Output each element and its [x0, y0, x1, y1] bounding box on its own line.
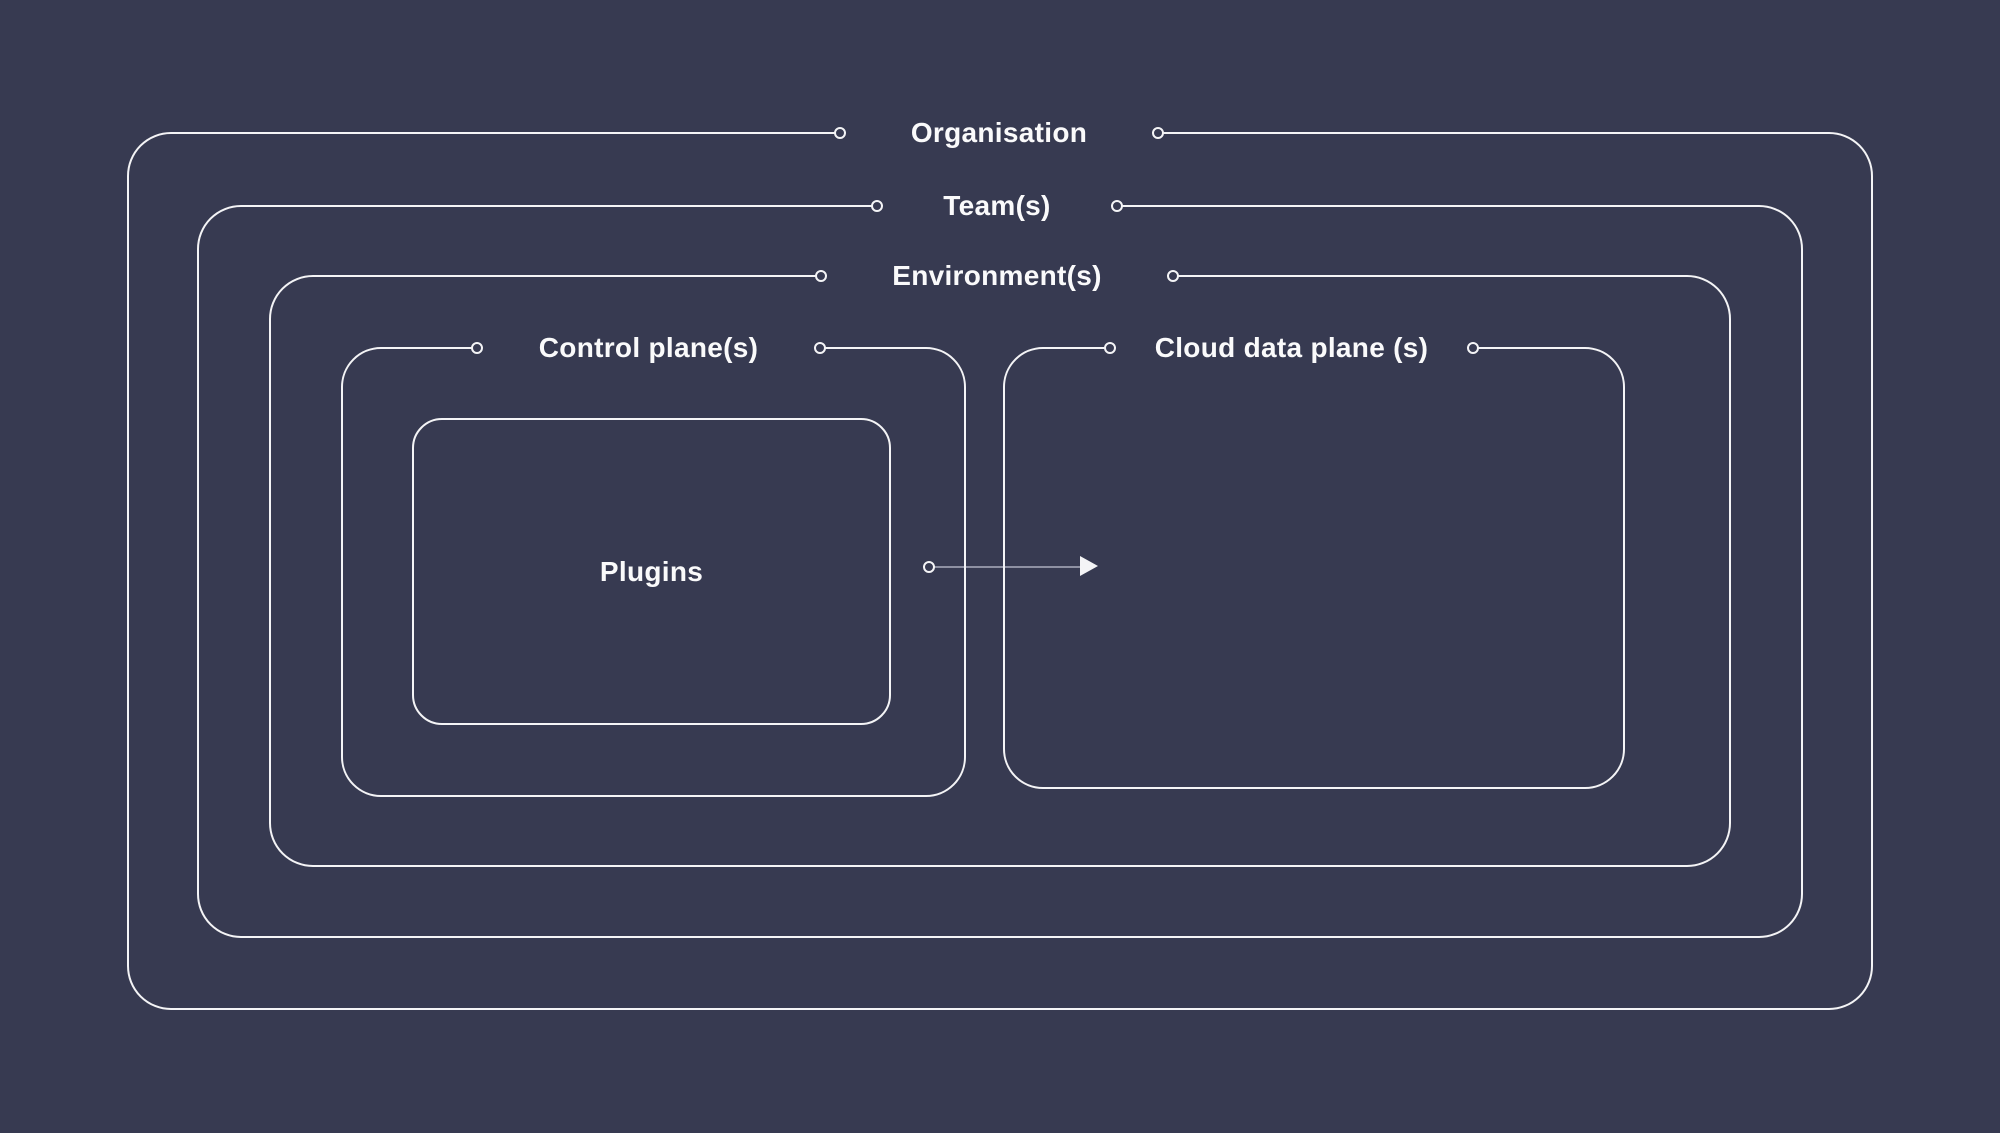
organisation-label-gap: Organisation — [834, 109, 1164, 157]
teams-label: Team(s) — [943, 190, 1051, 221]
line-end-dot-icon — [471, 342, 483, 354]
plugins-box: Plugins — [412, 418, 891, 725]
line-end-dot-icon — [834, 127, 846, 139]
arrow-head-icon — [1080, 556, 1098, 576]
line-end-dot-icon — [1111, 200, 1123, 212]
teams-label-gap: Team(s) — [871, 182, 1123, 230]
cloud-data-plane-label-gap: Cloud data plane (s) — [1104, 324, 1479, 372]
plugins-label: Plugins — [599, 555, 704, 587]
control-plane-label-gap: Control plane(s) — [471, 324, 826, 372]
line-end-dot-icon — [1152, 127, 1164, 139]
line-end-dot-icon — [871, 200, 883, 212]
organisation-label: Organisation — [910, 117, 1088, 148]
control-plane-label: Control plane(s) — [538, 332, 759, 363]
cloud-data-plane-label: Cloud data plane (s) — [1154, 332, 1429, 363]
line-end-dot-icon — [815, 270, 827, 282]
environments-label: Environment(s) — [892, 260, 1102, 291]
line-end-dot-icon — [1167, 270, 1179, 282]
line-end-dot-icon — [814, 342, 826, 354]
line-end-dot-icon — [1104, 342, 1116, 354]
line-end-dot-icon — [1467, 342, 1479, 354]
environments-label-gap: Environment(s) — [815, 252, 1179, 300]
plugins-to-cloud-arrow-shaft — [934, 565, 1082, 568]
arrow-start-dot-icon — [923, 560, 935, 573]
